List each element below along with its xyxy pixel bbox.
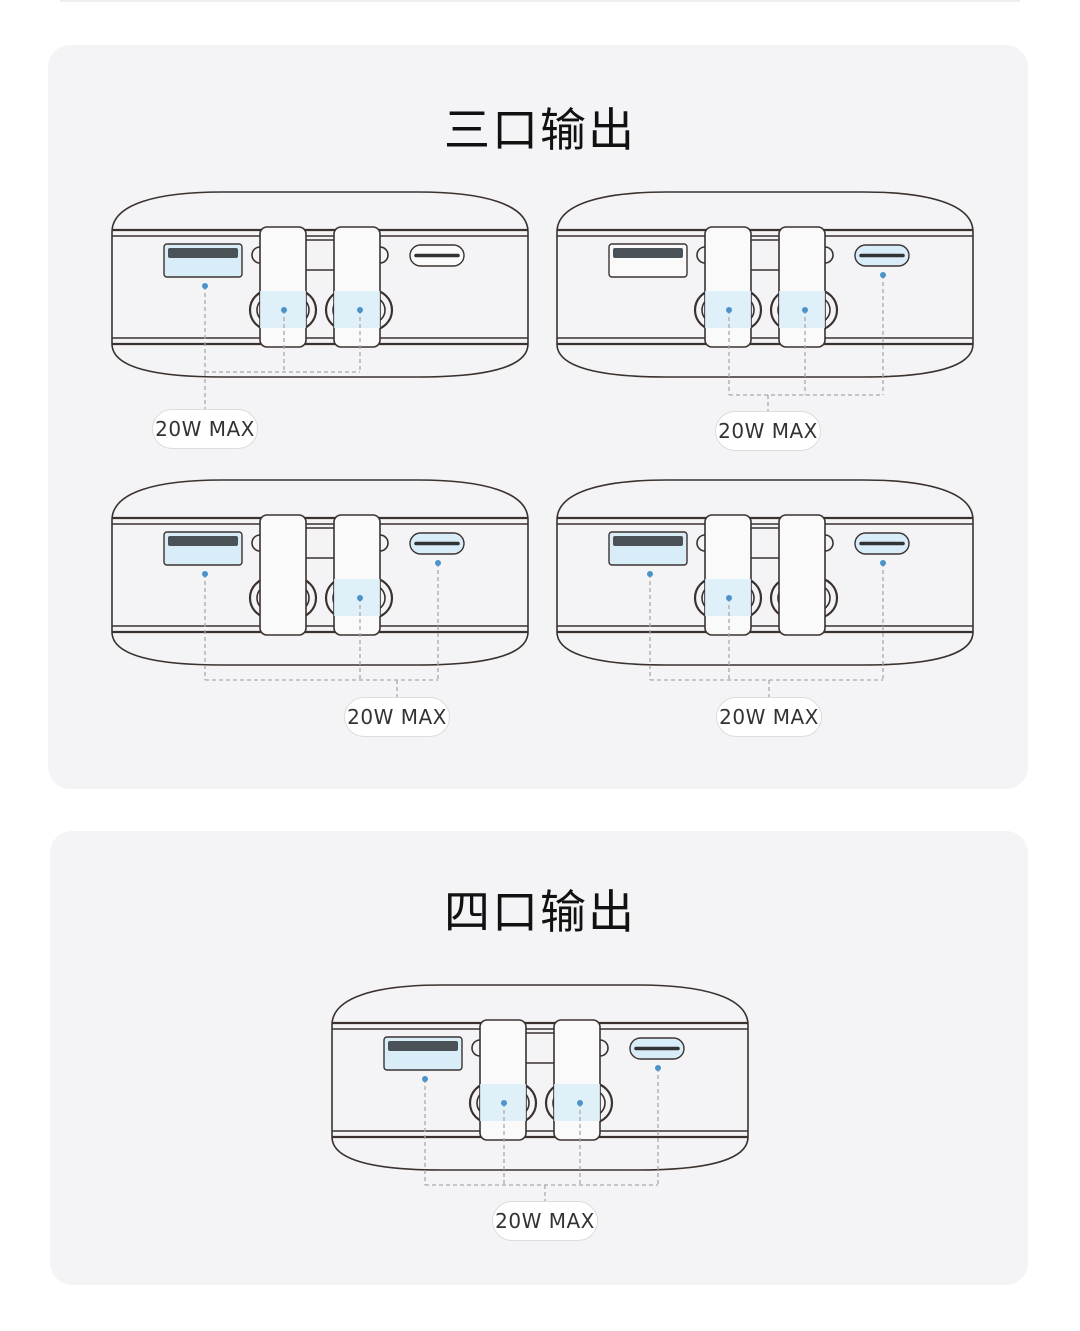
port-dot bbox=[281, 307, 287, 313]
device-body bbox=[556, 191, 974, 378]
port-dot bbox=[435, 560, 441, 566]
usb-a-tongue bbox=[613, 248, 683, 258]
usb-a-tongue bbox=[168, 248, 238, 258]
ac-right-highlight bbox=[334, 291, 380, 328]
port-dot bbox=[202, 571, 208, 577]
charger-device bbox=[111, 479, 529, 697]
port-dot bbox=[655, 1065, 661, 1071]
power-label: 20W MAX bbox=[715, 411, 821, 451]
charger-device bbox=[331, 984, 749, 1201]
plug-prong-left bbox=[479, 1019, 527, 1141]
power-label: 20W MAX bbox=[716, 697, 822, 737]
three-port-title: 三口输出 bbox=[444, 103, 636, 157]
plug-prong-right bbox=[333, 514, 381, 636]
port-dot bbox=[501, 1100, 507, 1106]
plug-prong-right bbox=[778, 226, 826, 348]
port-dot bbox=[357, 595, 363, 601]
plug-prong-right bbox=[553, 1019, 601, 1141]
port-dot bbox=[880, 560, 886, 566]
power-label: 20W MAX bbox=[152, 409, 258, 449]
charger-device bbox=[556, 191, 974, 411]
power-label: 20W MAX bbox=[492, 1201, 598, 1241]
port-dot bbox=[726, 595, 732, 601]
ac-right-highlight bbox=[554, 1084, 600, 1121]
charger-device bbox=[111, 191, 529, 409]
port-dot bbox=[422, 1076, 428, 1082]
port-dot bbox=[802, 307, 808, 313]
plug-prong-left bbox=[704, 226, 752, 348]
plug-prong-left bbox=[704, 514, 752, 636]
usb-a-tongue bbox=[168, 536, 238, 546]
power-label: 20W MAX bbox=[344, 697, 450, 737]
plug-prong-right bbox=[778, 514, 826, 636]
four-port-title: 四口输出 bbox=[444, 885, 636, 939]
port-dot bbox=[357, 307, 363, 313]
port-dot bbox=[647, 571, 653, 577]
usb-a-tongue bbox=[613, 536, 683, 546]
charger-device bbox=[556, 479, 974, 697]
port-dot bbox=[726, 307, 732, 313]
ac-right-highlight bbox=[779, 291, 825, 328]
device-body bbox=[331, 984, 749, 1171]
port-dot bbox=[202, 283, 208, 289]
device-body bbox=[556, 479, 974, 666]
port-dot bbox=[577, 1100, 583, 1106]
plug-prong-left bbox=[259, 226, 307, 348]
device-body bbox=[111, 191, 529, 378]
device-body bbox=[111, 479, 529, 666]
ac-right-highlight bbox=[334, 579, 380, 616]
top-divider bbox=[60, 0, 1020, 2]
plug-prong-left bbox=[259, 514, 307, 636]
port-dot bbox=[880, 272, 886, 278]
usb-a-tongue bbox=[388, 1041, 458, 1051]
plug-prong-right bbox=[333, 226, 381, 348]
